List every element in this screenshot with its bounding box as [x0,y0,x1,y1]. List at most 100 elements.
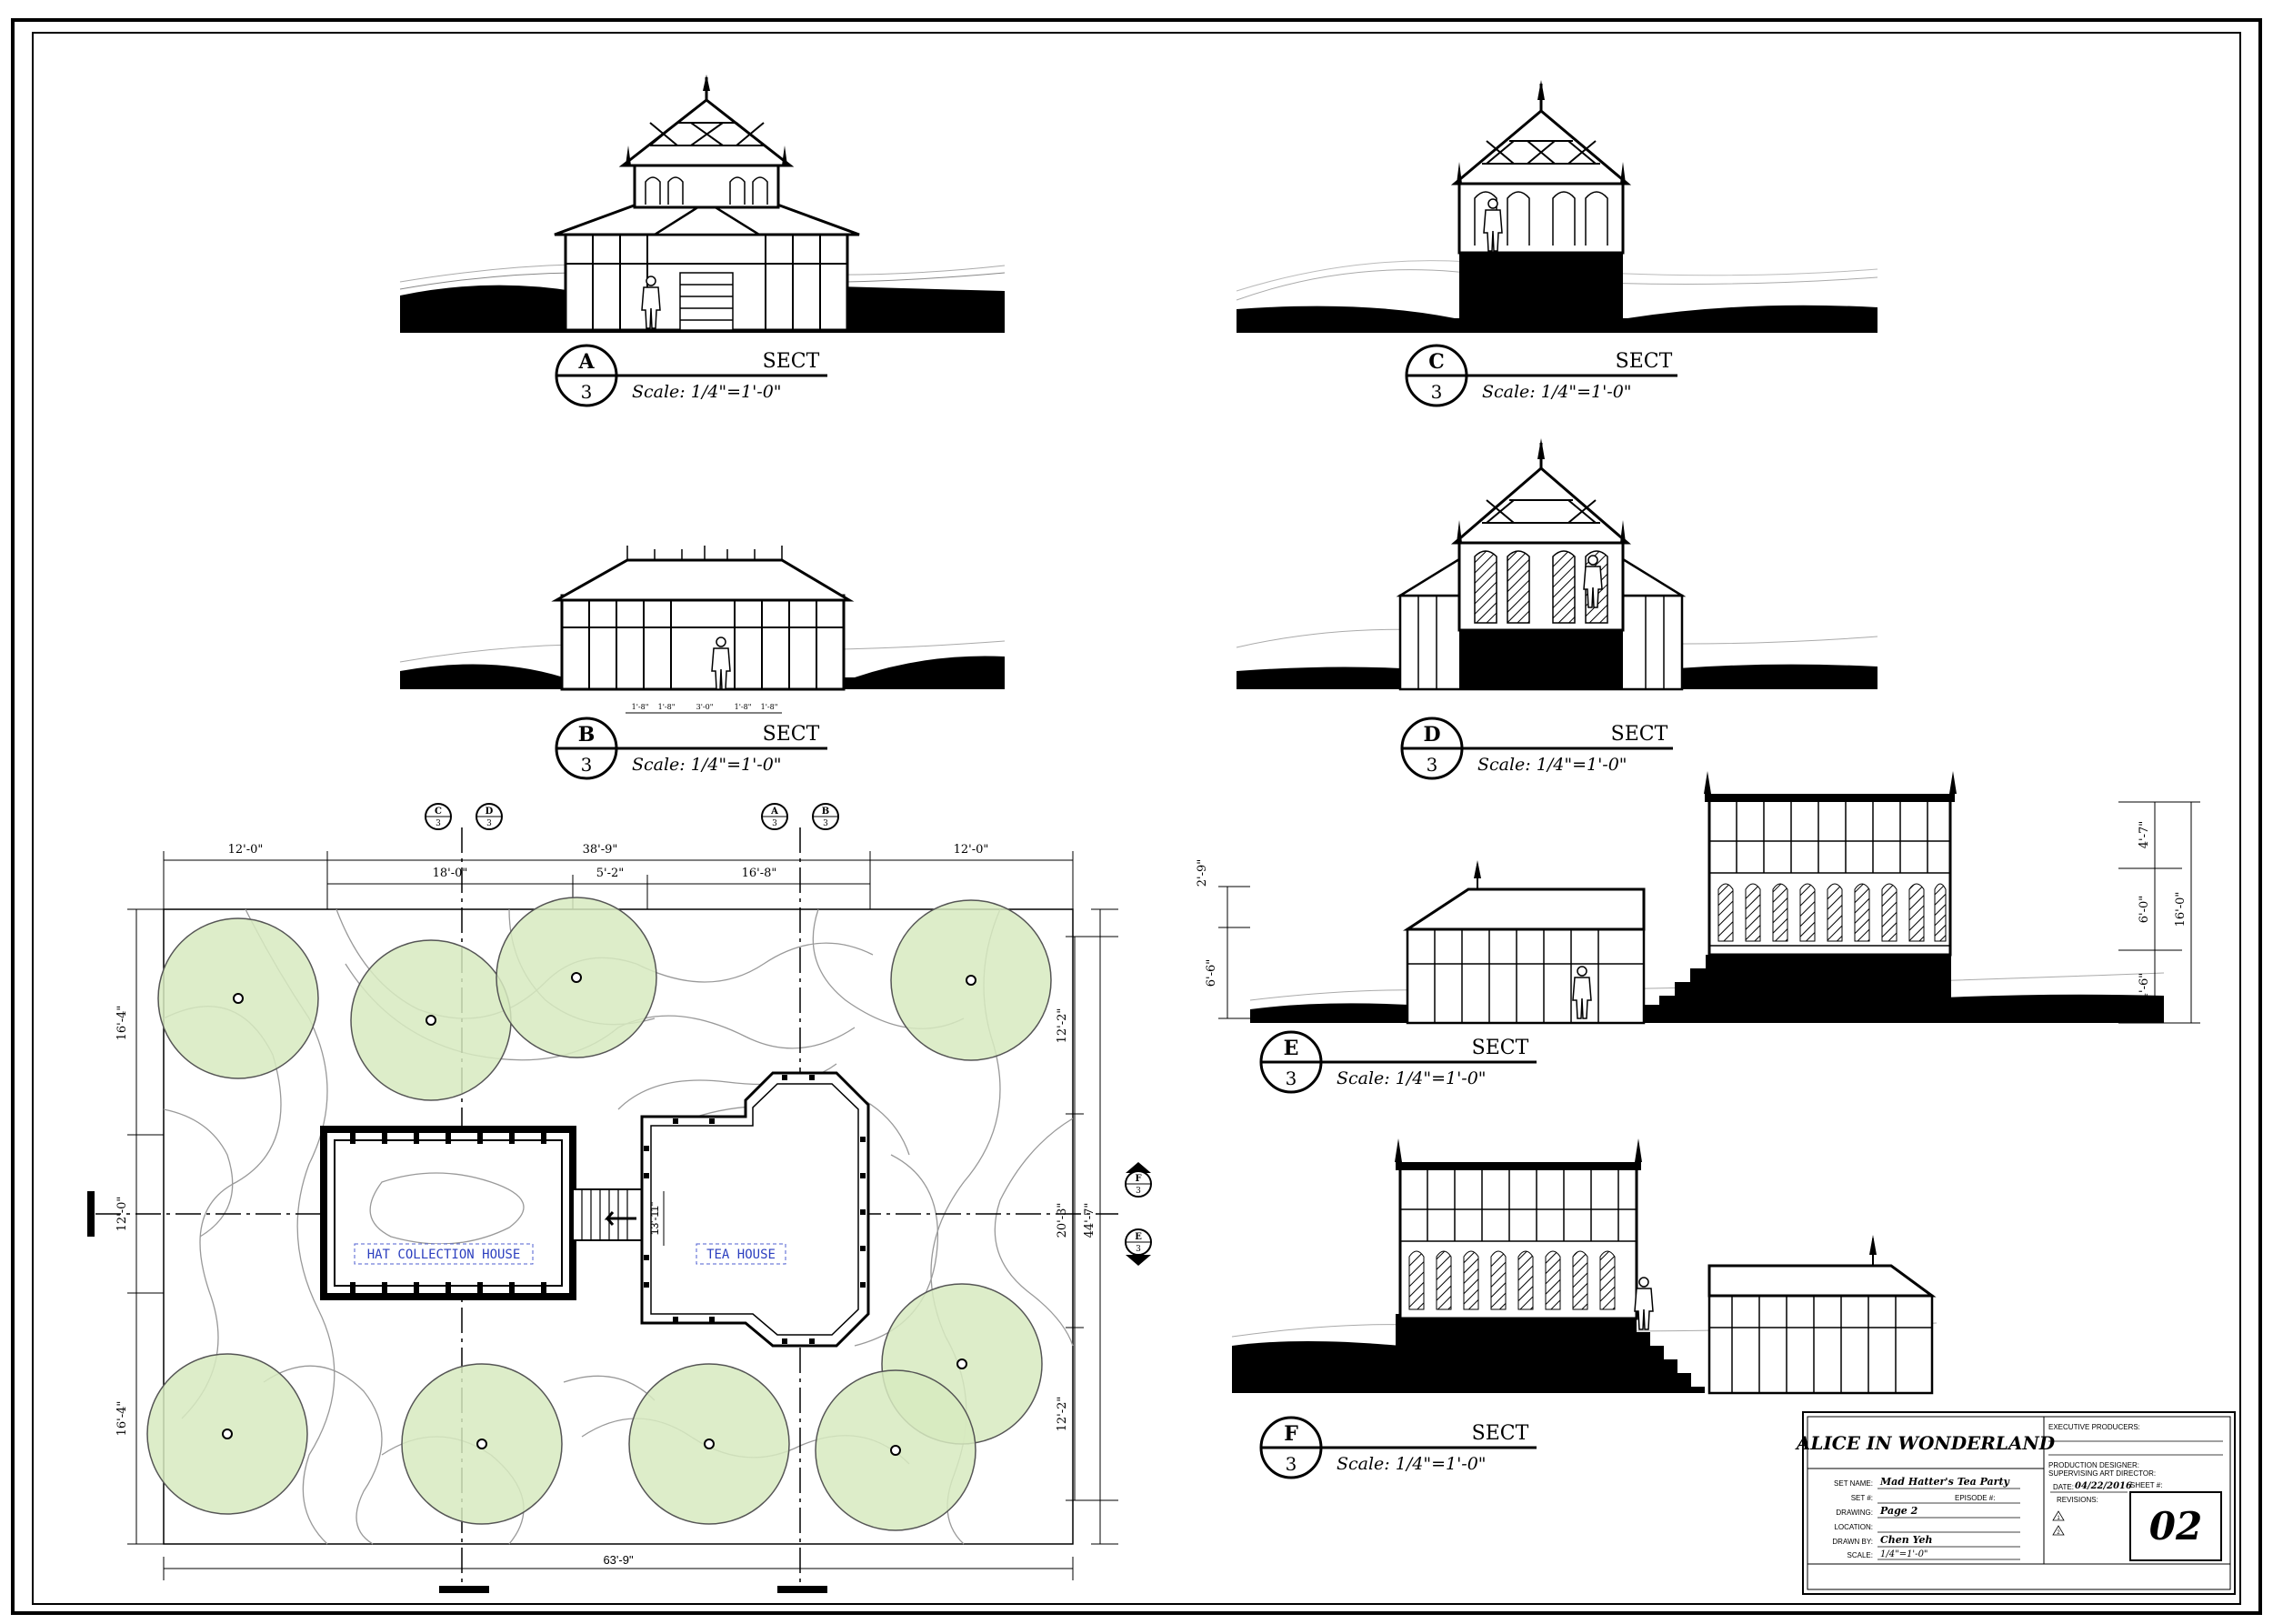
date-label: DATE: [2053,1483,2074,1491]
section-a-sheet: 3 [581,381,593,403]
svg-text:D: D [486,807,494,817]
hat-collection-house-label: HAT COLLECTION HOUSE [367,1248,521,1262]
section-f-title: SECT [1472,1422,1529,1445]
set-name-label: SET NAME: [1834,1479,1873,1488]
dim-left-1: 16'-4" [115,1006,129,1041]
project-title: ALICE IN WONDERLAND [1795,1432,2056,1454]
section-b-letter: B [578,723,596,747]
sheet-number: 02 [2149,1504,2202,1549]
inner-border [32,32,2241,1605]
section-f-letter: F [1284,1422,1298,1446]
section-d-title: SECT [1611,723,1668,746]
section-marker-e: E 3 [1125,1228,1152,1266]
section-label-f: F 3 SECT Scale: 1/4"=1'-0" [1259,1416,1537,1479]
dim-b-2: 1'-8" [658,703,676,711]
dim-e-left-1: 2'-9" [1196,859,1209,887]
date-value: 04/22/2016 [2075,1481,2132,1491]
svg-text:3: 3 [772,819,777,828]
set-no-label: SET #: [1851,1494,1873,1502]
dim-top-outer-2: 38'-9" [583,843,618,857]
section-e-title: SECT [1472,1037,1529,1059]
section-e-scale: Scale: 1/4"=1'-0" [1337,1068,1487,1088]
location-label: LOCATION: [1834,1523,1873,1531]
section-marker-c: C 3 [425,803,452,830]
section-d-scale: Scale: 1/4"=1'-0" [1477,755,1627,775]
section-marker-a: A 3 [761,803,788,830]
tea-house-plan: TEA HOUSE 13'-11" [640,1071,870,1348]
section-label-d: D 3 SECT Scale: 1/4"=1'-0" [1400,717,1673,780]
svg-text:A: A [770,807,778,817]
set-name-value: Mad Hatter's Tea Party [1879,1476,2011,1488]
section-c-letter: C [1428,350,1445,374]
section-f-drawing [1231,1138,1938,1395]
dim-left-3: 16'-4" [115,1401,129,1437]
dim-e-right-1: 4'-7" [2138,821,2151,849]
revisions-label: REVISIONS: [2057,1496,2098,1504]
episode-label: EPISODE #: [1955,1494,1995,1502]
dim-left-2: 12'-0" [115,1197,129,1232]
dim-right-1: 12'-2" [1056,1008,1069,1044]
svg-text:3: 3 [436,819,441,828]
exec-producers-label: EXECUTIVE PRODUCERS: [2048,1423,2140,1431]
section-c-sheet: 3 [1431,381,1443,403]
section-label-e: E 3 SECT Scale: 1/4"=1'-0" [1259,1030,1537,1094]
section-e-sheet: 3 [1286,1068,1297,1089]
section-label-c: C 3 SECT Scale: 1/4"=1'-0" [1405,344,1677,407]
section-f-sheet: 3 [1286,1453,1297,1475]
dim-e-right-3: 4'-6" [2138,973,2151,1001]
dim-b-5: 1'-8" [761,703,778,711]
section-e-drawing: 2'-9" 6'-6" 4'-7" 6'-0" 4'-6" 16'-0" [1196,771,2200,1025]
section-c-drawing [1236,80,1878,333]
scale-value: 1/4"=1'-0" [1880,1549,1928,1559]
rev-2: 2 [2057,1530,2060,1536]
section-c-title: SECT [1616,350,1673,373]
section-b-sheet: 3 [581,754,593,776]
section-a-drawing [399,75,1006,333]
drawn-by-value: Chen Yeh [1880,1534,1932,1546]
dim-e-right-2: 6'-0" [2138,896,2151,924]
dim-right-2: 20'-3" [1056,1203,1069,1238]
svg-text:C: C [435,807,442,817]
section-c-scale: Scale: 1/4"=1'-0" [1482,382,1632,402]
drawing-label: DRAWING: [1836,1509,1873,1517]
svg-text:B: B [822,807,829,817]
section-b-scale: Scale: 1/4"=1'-0" [632,755,782,775]
dim-right-3: 12'-2" [1056,1397,1069,1432]
dim-top-outer-1: 12'-0" [228,843,264,857]
dim-b-4: 1'-8" [735,703,752,711]
sheet-label: SHEET #: [2130,1481,2162,1489]
svg-text:3: 3 [486,819,492,828]
svg-text:E: E [1135,1232,1142,1242]
svg-text:3: 3 [823,819,828,828]
drawn-by-label: DRAWN BY: [1832,1538,1873,1546]
dim-e-left-2: 6'-6" [1205,959,1218,987]
section-a-scale: Scale: 1/4"=1'-0" [632,382,782,402]
section-d-drawing [1236,438,1878,691]
section-e-letter: E [1284,1037,1299,1060]
dim-b-1: 1'-8" [632,703,649,711]
section-marker-b: B 3 [812,803,839,830]
dim-top-inner-3: 16'-8" [742,867,777,880]
dim-e-right-total: 16'-0" [2174,892,2188,927]
section-a-letter: A [577,350,595,374]
section-label-b: B 3 SECT Scale: 1/4"=1'-0" [555,717,827,780]
title-block: ALICE IN WONDERLAND EXECUTIVE PRODUCERS:… [1795,1411,2236,1595]
scale-label: SCALE: [1847,1551,1873,1559]
stair-connector [572,1188,645,1241]
dim-top-outer-3: 12'-0" [954,843,989,857]
section-b-drawing: 1'-8" 1'-8" 3'-0" 1'-8" 1'-8" [399,546,1006,714]
dim-b-3: 3'-0" [696,703,714,711]
dim-stair: 13'-11" [648,1202,661,1235]
section-label-a: A 3 SECT Scale: 1/4"=1'-0" [555,344,827,407]
dim-right-total: 44'-7" [1083,1203,1096,1238]
prod-designer-label: PRODUCTION DESIGNER: [2048,1461,2139,1469]
section-d-sheet: 3 [1427,754,1438,776]
svg-text:3: 3 [1136,1187,1141,1196]
hat-collection-house-plan: HAT COLLECTION HOUSE [320,1126,576,1300]
outer-border [11,18,2262,1615]
svg-text:F: F [1135,1174,1141,1184]
svg-text:3: 3 [1136,1245,1141,1254]
section-marker-f: F 3 [1125,1162,1152,1198]
dim-bottom: 63'-9" [603,1553,634,1567]
